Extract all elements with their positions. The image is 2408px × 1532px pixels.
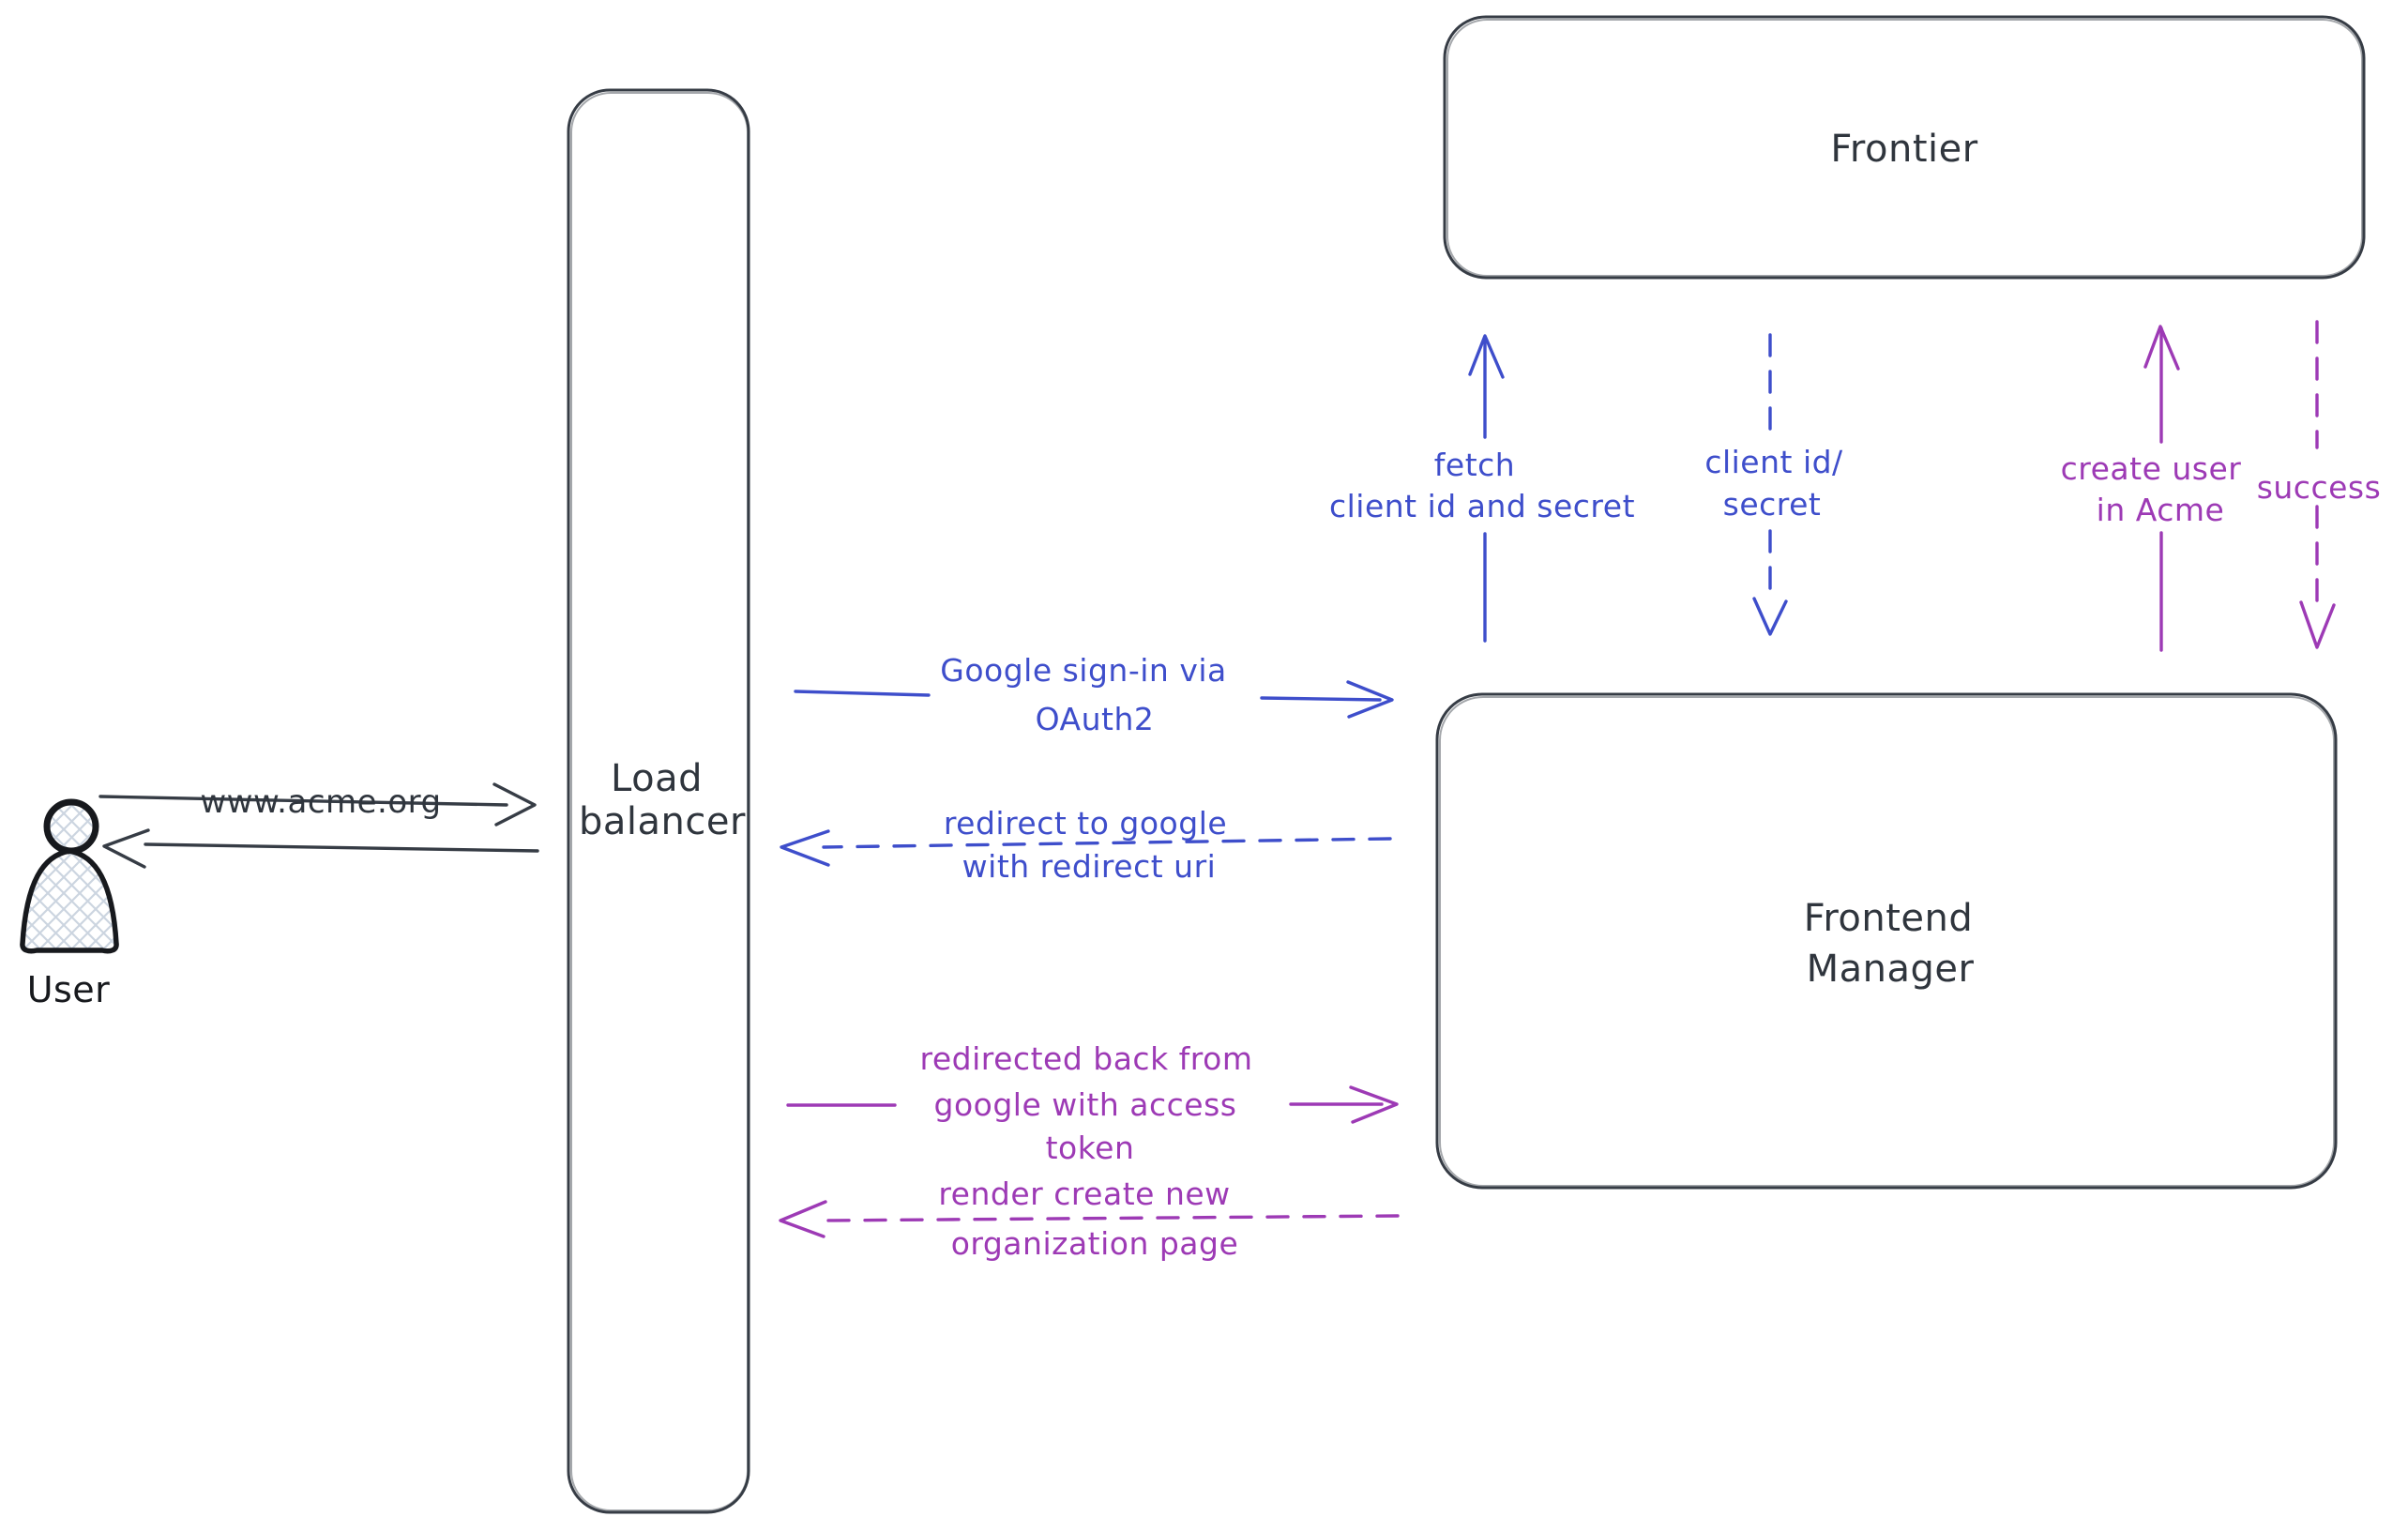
google-signin-label-line2: OAuth2 bbox=[1036, 701, 1155, 737]
load-balancer-label-line2: balancer bbox=[579, 800, 746, 843]
edge-client-id-secret: client id/ secret bbox=[1704, 333, 1843, 636]
edge-create-user: create user in Acme bbox=[2061, 325, 2242, 652]
edge-render-org: render create new organization page bbox=[779, 1176, 1400, 1262]
frontier-sketch-echo bbox=[1446, 19, 2363, 277]
google-signin-label-line1: Google sign-in via bbox=[940, 652, 1226, 689]
arrowhead-down-icon bbox=[1752, 597, 1788, 636]
arrowhead-down-icon bbox=[2299, 600, 2336, 649]
frontend-manager-sketch-echo bbox=[1439, 696, 2335, 1187]
arrowhead-right-icon bbox=[1346, 680, 1394, 719]
node-load-balancer: Load balancer bbox=[567, 88, 750, 1514]
user-body-icon bbox=[20, 848, 119, 954]
redirected-back-label-line1: redirected back from bbox=[920, 1040, 1253, 1077]
user-label: User bbox=[27, 969, 111, 1010]
node-frontier: Frontier bbox=[1443, 15, 2366, 280]
load-balancer-label-line1: Load bbox=[611, 757, 703, 800]
fetch-secret-label-line1: fetch bbox=[1434, 447, 1515, 483]
success-label: success bbox=[2257, 469, 2382, 506]
redirect-google-label-line1: redirect to google bbox=[944, 805, 1227, 842]
actor-user: User bbox=[20, 798, 119, 1010]
fetch-secret-label-line2: client id and secret bbox=[1329, 488, 1635, 524]
node-frontend-manager: Frontend Manager bbox=[1435, 692, 2338, 1190]
redirected-back-label-line2: google with access bbox=[934, 1086, 1237, 1123]
arrowhead-left-icon bbox=[780, 829, 830, 867]
client-id-secret-label-line1: client id/ bbox=[1704, 444, 1843, 480]
www-acme-label: www.acme.org bbox=[200, 783, 441, 821]
frontend-manager-label-line1: Frontend bbox=[1804, 897, 1974, 940]
create-user-label-line1: create user bbox=[2061, 450, 2242, 487]
create-user-label-line2: in Acme bbox=[2097, 492, 2225, 528]
arrowhead-up-icon bbox=[1468, 334, 1505, 379]
edge-redirected-back: redirected back from google with access … bbox=[786, 1040, 1399, 1166]
edge-www-acme: www.acme.org bbox=[98, 782, 537, 827]
arrowhead-right-icon bbox=[1349, 1085, 1399, 1124]
edge-fetch-secret: fetch client id and secret bbox=[1329, 334, 1635, 643]
user-head-icon bbox=[43, 798, 99, 855]
load-balancer-sketch-echo bbox=[570, 92, 749, 1511]
arrowhead-up-icon bbox=[2143, 325, 2180, 371]
render-org-label-line2: organization page bbox=[951, 1225, 1239, 1262]
arrowhead-left-icon bbox=[102, 828, 150, 869]
frontend-manager-label-line2: Manager bbox=[1807, 948, 1975, 991]
edge-success: success bbox=[2257, 320, 2382, 649]
edge-reply-to-user bbox=[102, 828, 539, 869]
edge-redirect-google: redirect to google with redirect uri bbox=[780, 805, 1392, 885]
client-id-secret-label-line2: secret bbox=[1723, 486, 1822, 523]
redirect-google-label-line2: with redirect uri bbox=[962, 848, 1217, 885]
frontier-label: Frontier bbox=[1830, 128, 1977, 171]
arrowhead-right-icon bbox=[492, 782, 537, 827]
arrowhead-left-icon bbox=[779, 1200, 827, 1238]
edge-google-signin: Google sign-in via OAuth2 bbox=[794, 652, 1394, 737]
redirected-back-label-line3: token bbox=[1046, 1130, 1135, 1166]
render-org-label-line1: render create new bbox=[938, 1176, 1230, 1212]
